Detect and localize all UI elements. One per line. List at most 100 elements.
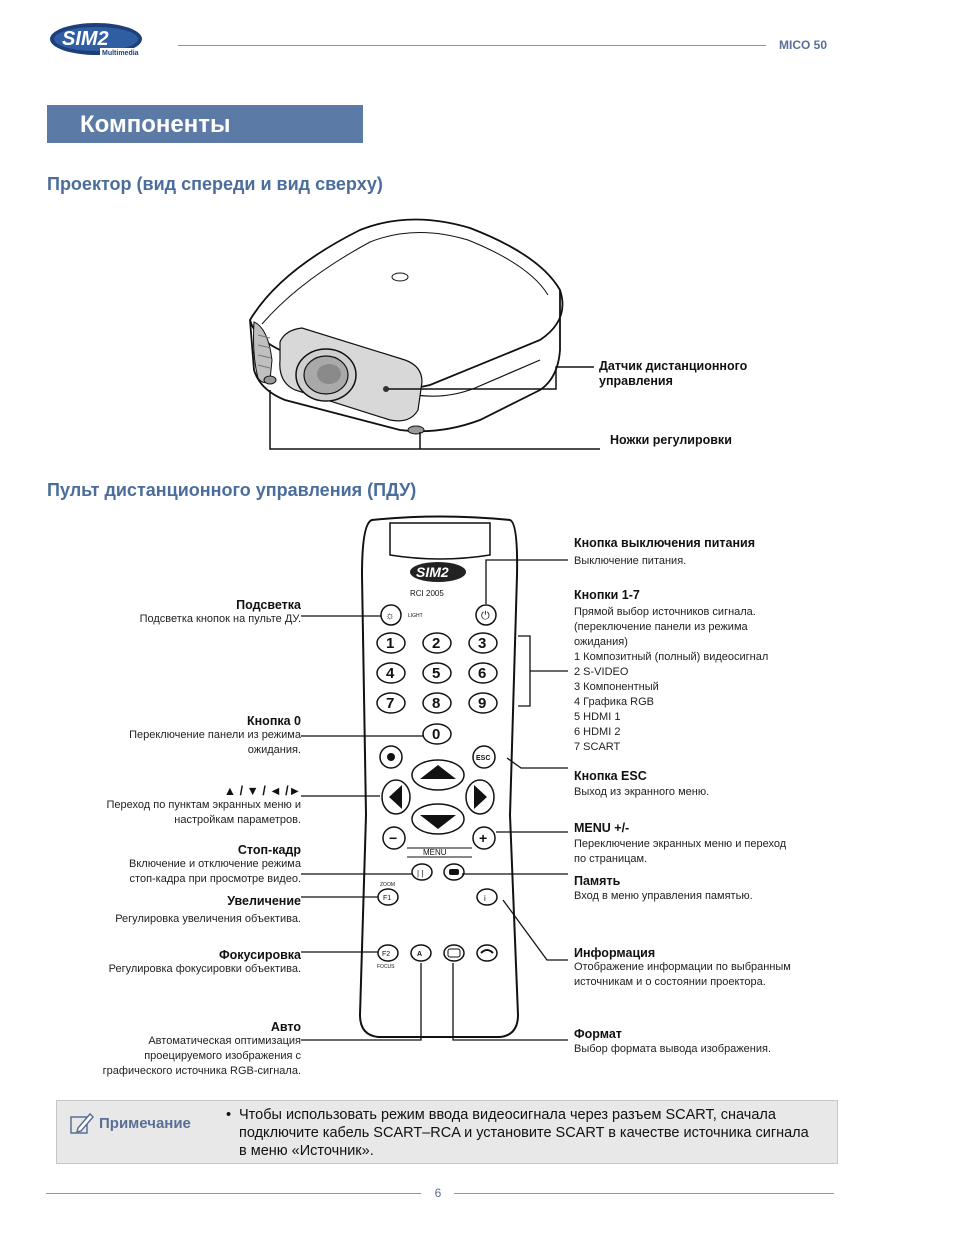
- svg-text:F2: F2: [382, 951, 390, 958]
- power-desc-line: Выключение питания.: [574, 555, 687, 567]
- svg-text:Multimedia: Multimedia: [102, 50, 139, 57]
- menu-desc-line: по страницам.: [574, 853, 648, 865]
- format-title: Формат: [574, 1027, 622, 1041]
- page-number: 6: [434, 1186, 442, 1200]
- freeze-desc-line: Включение и отключение режима: [129, 858, 301, 870]
- light-desc: Подсветка кнопок на пульте ДУ.: [139, 613, 301, 625]
- format-desc-line: Выбор формата вывода изображения.: [574, 1043, 772, 1055]
- svg-text:7: 7: [386, 695, 394, 712]
- header-rule: [178, 45, 766, 46]
- model-name: MICO 50: [779, 38, 828, 52]
- menu-callout: MENU +/- Переключение экранных меню и пе…: [574, 821, 834, 867]
- freeze-desc-line: стоп-кадра при просмотре видео.: [129, 873, 301, 885]
- keys-desc-line: ожидания): [574, 636, 628, 648]
- arrows-callout: ▲ / ▼ / ◄ /► Переход по пунктам экранных…: [60, 784, 301, 828]
- note-label: Примечание: [99, 1115, 191, 1132]
- esc-desc-line: Выход из экранного меню.: [574, 786, 710, 798]
- esc-title: Кнопка ESC: [574, 769, 647, 783]
- keys-desc-line: (переключение панели из режима: [574, 621, 748, 633]
- svg-text:☼: ☼: [385, 610, 395, 622]
- memory-callout: Память Вход в меню управления памятью.: [574, 874, 834, 904]
- keys-desc-line: 2 S-VIDEO: [574, 666, 629, 678]
- format-callout: Формат Выбор формата вывода изображения.: [574, 1027, 834, 1057]
- memory-desc-line: Вход в меню управления памятью.: [574, 890, 753, 902]
- focus-callout: Фокусировка Регулировка фокусировки объе…: [60, 948, 301, 977]
- page-title: Компоненты: [80, 111, 231, 138]
- svg-text:i: i: [484, 894, 486, 903]
- light-callout: Подсветка Подсветка кнопок на пульте ДУ.: [60, 598, 301, 627]
- keys-desc-line: Прямой выбор источников сигнала.: [574, 606, 756, 618]
- svg-text:LIGHT: LIGHT: [408, 613, 423, 619]
- svg-text:A: A: [417, 951, 422, 958]
- auto-desc-line: Автоматическая оптимизация: [148, 1035, 301, 1047]
- note-box: [56, 1100, 838, 1164]
- esc-callout: Кнопка ESC Выход из экранного меню.: [574, 769, 834, 800]
- memory-title: Память: [574, 874, 621, 888]
- zoom-title: Увеличение: [227, 894, 301, 908]
- auto-desc-line: графического источника RGB-сигнала.: [102, 1065, 301, 1077]
- key0-callout: Кнопка 0 Переключение панели из режима о…: [60, 714, 301, 758]
- menu-title: MENU +/-: [574, 821, 630, 835]
- footer-rule-left: [46, 1193, 421, 1194]
- auto-desc-line: проецируемого изображения с: [144, 1050, 301, 1062]
- svg-text:4: 4: [386, 665, 395, 682]
- projector-heading: Проектор (вид спереди и вид сверху): [47, 174, 383, 194]
- keys-desc-line: 5 HDMI 1: [574, 711, 621, 723]
- svg-text:⏻: ⏻: [481, 610, 490, 622]
- arrows-desc-line: Переход по пунктам экранных меню и: [106, 799, 301, 811]
- keys-desc-line: 6 HDMI 2: [574, 726, 621, 738]
- svg-text:1: 1: [386, 635, 394, 652]
- light-title: Подсветка: [236, 598, 301, 612]
- remote-illustration: SIM2 RCI 2005 ☼ LIGHT ⏻ 1 2 3 4 5 6 7 8 …: [358, 515, 520, 1038]
- feet-label: Ножки регулировки: [610, 433, 732, 447]
- arrows-title: ▲ / ▼ / ◄ /►: [223, 784, 301, 798]
- svg-text:| |: | |: [417, 869, 423, 878]
- keys-callout: Кнопки 1-7 Прямой выбор источников сигна…: [574, 588, 834, 755]
- svg-text:8: 8: [432, 695, 440, 712]
- zoom-desc-line: Регулировка увеличения объектива.: [115, 913, 301, 925]
- ir-sensor-label: Датчик дистанционного управления: [599, 359, 748, 388]
- arrows-desc-line: настройкам параметров.: [174, 814, 301, 826]
- svg-text:9: 9: [478, 695, 486, 712]
- svg-text:5: 5: [432, 665, 440, 682]
- freeze-title: Стоп-кадр: [237, 843, 301, 857]
- freeze-callout: Стоп-кадр Включение и отключение режима …: [60, 843, 301, 887]
- keys-desc-line: 4 Графика RGB: [574, 696, 655, 708]
- svg-text:6: 6: [478, 665, 486, 682]
- key0-title: Кнопка 0: [247, 714, 301, 728]
- key0-desc-line: ожидания.: [247, 744, 301, 756]
- sim2-logo: SIM2 Multimedia: [50, 23, 150, 57]
- note-bullet: •: [226, 1107, 232, 1123]
- svg-text:MENU: MENU: [423, 848, 447, 857]
- svg-text:+: +: [479, 830, 487, 846]
- auto-callout: Авто Автоматическая оптимизация проециру…: [60, 1020, 301, 1079]
- focus-desc-line: Регулировка фокусировки объектива.: [108, 963, 301, 975]
- focus-title: Фокусировка: [218, 948, 301, 962]
- info-desc-line: источникам и о состоянии проектора.: [574, 976, 766, 988]
- page-title-banner: Компоненты: [47, 105, 363, 143]
- svg-text:SIM2: SIM2: [62, 28, 109, 50]
- svg-text:2: 2: [432, 635, 440, 652]
- note-body: Чтобы использовать режим ввода видеосигн…: [239, 1107, 809, 1159]
- info-desc-line: Отображение информации по выбранным: [574, 961, 791, 973]
- svg-text:3: 3: [478, 635, 486, 652]
- svg-text:ZOOM: ZOOM: [380, 882, 395, 888]
- keys-desc-line: 1 Композитный (полный) видеосигнал: [574, 651, 769, 663]
- zoom-callout: Увеличение Регулировка увеличения объект…: [60, 894, 301, 927]
- svg-text:FOCUS: FOCUS: [377, 964, 395, 970]
- pencil-icon: [70, 1112, 94, 1134]
- footer-rule-right: [454, 1193, 834, 1194]
- svg-text:0: 0: [432, 726, 440, 743]
- svg-text:SIM2: SIM2: [416, 564, 449, 580]
- keys-desc-line: 3 Компонентный: [574, 681, 659, 693]
- svg-text:ESC: ESC: [476, 755, 490, 762]
- power-callout: Кнопка выключения питания Выключение пит…: [574, 536, 834, 569]
- auto-title: Авто: [270, 1020, 301, 1034]
- svg-text:F1: F1: [383, 895, 391, 902]
- keys-title: Кнопки 1-7: [574, 588, 640, 602]
- keys-desc-line: 7 SCART: [574, 741, 621, 753]
- projector-illustration: [249, 218, 564, 435]
- info-title: Информация: [574, 946, 656, 960]
- info-callout: Информация Отображение информации по выб…: [574, 946, 834, 990]
- remote-heading: Пульт дистанционного управления (ПДУ): [47, 480, 417, 500]
